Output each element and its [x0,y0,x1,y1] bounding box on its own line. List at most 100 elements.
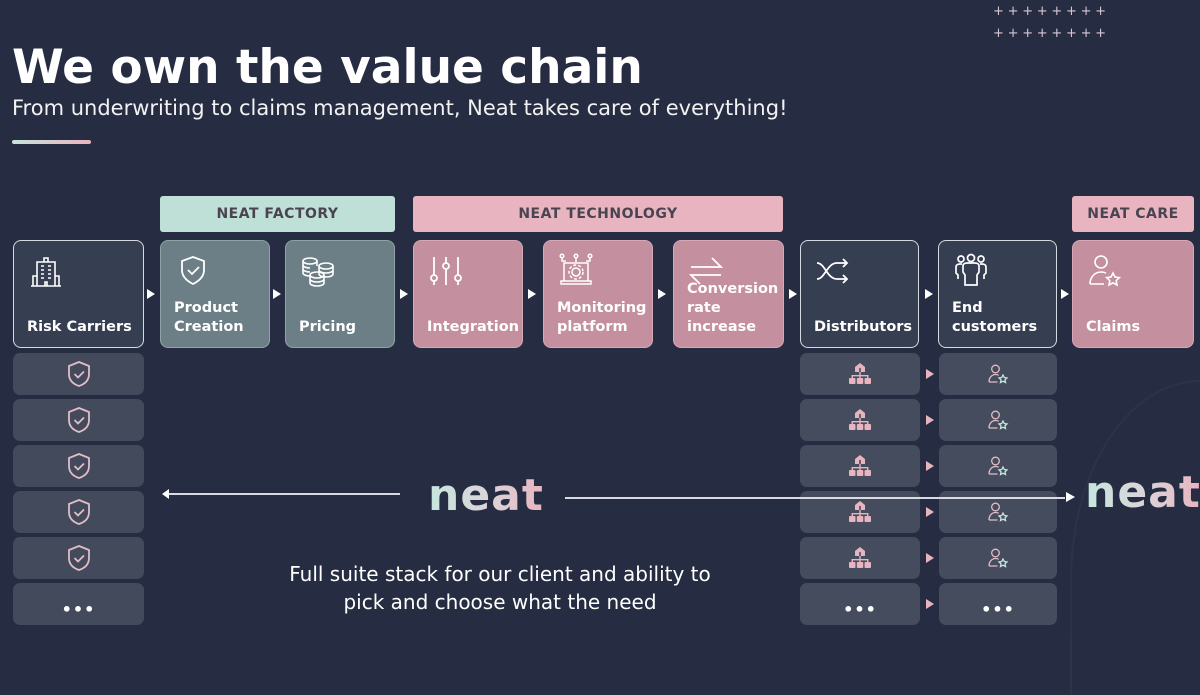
plus-mark: + [1080,4,1092,19]
flow-arrow [1061,289,1069,299]
plus-pattern: ++++++++++++++++ [993,4,1110,42]
distributor-item [800,537,920,579]
step-integration: Integration [413,240,523,348]
org-chart-icon [849,455,871,476]
step-label: Distributors [814,319,913,335]
step-label: Pricing [299,319,357,335]
risk-carrier-item [13,399,144,441]
swap-arrows-icon [688,257,724,285]
step-label: Risk Carriers [27,319,132,335]
org-chart-icon [849,363,871,384]
org-chart-icon [849,501,871,522]
step-end-customers: End customers [938,240,1057,348]
plus-mark: + [993,26,1004,41]
risk-carrier-item [13,537,144,579]
left-arrow-line [168,493,400,495]
plus-mark: + [1007,26,1019,41]
user-star-icon [988,410,1009,430]
flow-arrow [400,289,408,299]
plus-mark: + [1036,4,1048,19]
risk-carrier-item [13,445,144,487]
shield-check-icon [67,499,90,525]
customer-item [939,537,1057,579]
step-monitoring-platform: Monitoring platform [543,240,653,348]
customer-item [939,399,1057,441]
laptop-gear-icon [559,253,593,285]
distributor-item [800,353,920,395]
step-product-creation: Product Creation [160,240,270,348]
user-star-icon [988,502,1009,522]
step-label: Claims [1086,319,1141,335]
shield-check-icon [181,256,205,286]
page-subtitle: From underwriting to claims management, … [12,96,788,120]
flow-arrow [925,289,933,299]
title-underline [12,140,91,144]
shuffle-icon [816,258,849,284]
flow-arrow [147,289,155,299]
left-arrow-head [162,489,169,499]
page-title: We own the value chain [12,40,643,95]
right-arrow-head [1066,492,1075,502]
flow-arrow [926,507,934,517]
risk-carrier-more: ••• [13,583,144,625]
plus-mark: + [1080,26,1092,41]
customer-item [939,445,1057,487]
coins-icon [302,257,334,287]
more-indicator: ••• [843,599,877,619]
step-label: Integration [427,319,519,335]
flow-arrow [789,289,797,299]
decorative-arc [1070,380,1200,695]
caption-line-2: pick and choose what the need [343,590,657,614]
plus-mark: + [1051,4,1063,19]
user-star-icon [1089,255,1122,287]
org-chart-icon [849,547,871,568]
flow-arrow [926,369,934,379]
user-star-icon [988,456,1009,476]
plus-mark: + [1095,4,1107,19]
caption-line-1: Full suite stack for our client and abil… [289,562,711,586]
user-star-icon [988,548,1009,568]
plus-mark: + [1007,4,1019,19]
plus-mark: + [1022,26,1034,41]
flow-arrow [926,415,934,425]
step-distributors: Distributors [800,240,919,348]
more-indicator: ••• [61,599,96,619]
neat-logo-right: neat [1085,467,1200,518]
shield-check-icon [67,545,90,571]
shield-check-icon [67,361,90,387]
plus-mark: + [1095,26,1107,41]
shield-check-icon [67,407,90,433]
flow-arrow [273,289,281,299]
building-icon [31,257,61,287]
plus-mark: + [993,4,1004,19]
distributor-item [800,445,920,487]
plus-mark: + [1051,26,1063,41]
plus-mark: + [1022,4,1034,19]
distributor-more: ••• [800,583,920,625]
plus-mark: + [1065,4,1077,19]
flow-arrow [926,461,934,471]
customer-more: ••• [939,583,1057,625]
flow-arrow [926,599,934,609]
step-conversion-rate: Conversion rate increase [673,240,784,348]
step-label: End customers [952,300,1038,335]
step-claims: Claims [1072,240,1194,348]
sliders-icon [430,257,462,285]
more-indicator: ••• [981,599,1015,619]
shield-check-icon [67,453,90,479]
neat-logo-center: neat [428,470,544,521]
org-chart-icon [849,409,871,430]
step-pricing: Pricing [285,240,395,348]
risk-carrier-item [13,491,144,533]
caption: Full suite stack for our client and abil… [250,560,750,616]
step-risk-carriers: Risk Carriers [13,240,144,348]
group-neat-technology: NEAT TECHNOLOGY [413,196,783,232]
group-icon [955,253,987,286]
step-label: Conversion rate increase [687,281,779,335]
step-label: Monitoring platform [557,300,647,335]
flow-arrow [528,289,536,299]
plus-mark: + [1036,26,1048,41]
group-neat-care: NEAT CARE [1072,196,1194,232]
flow-arrow [926,553,934,563]
risk-carrier-item [13,353,144,395]
